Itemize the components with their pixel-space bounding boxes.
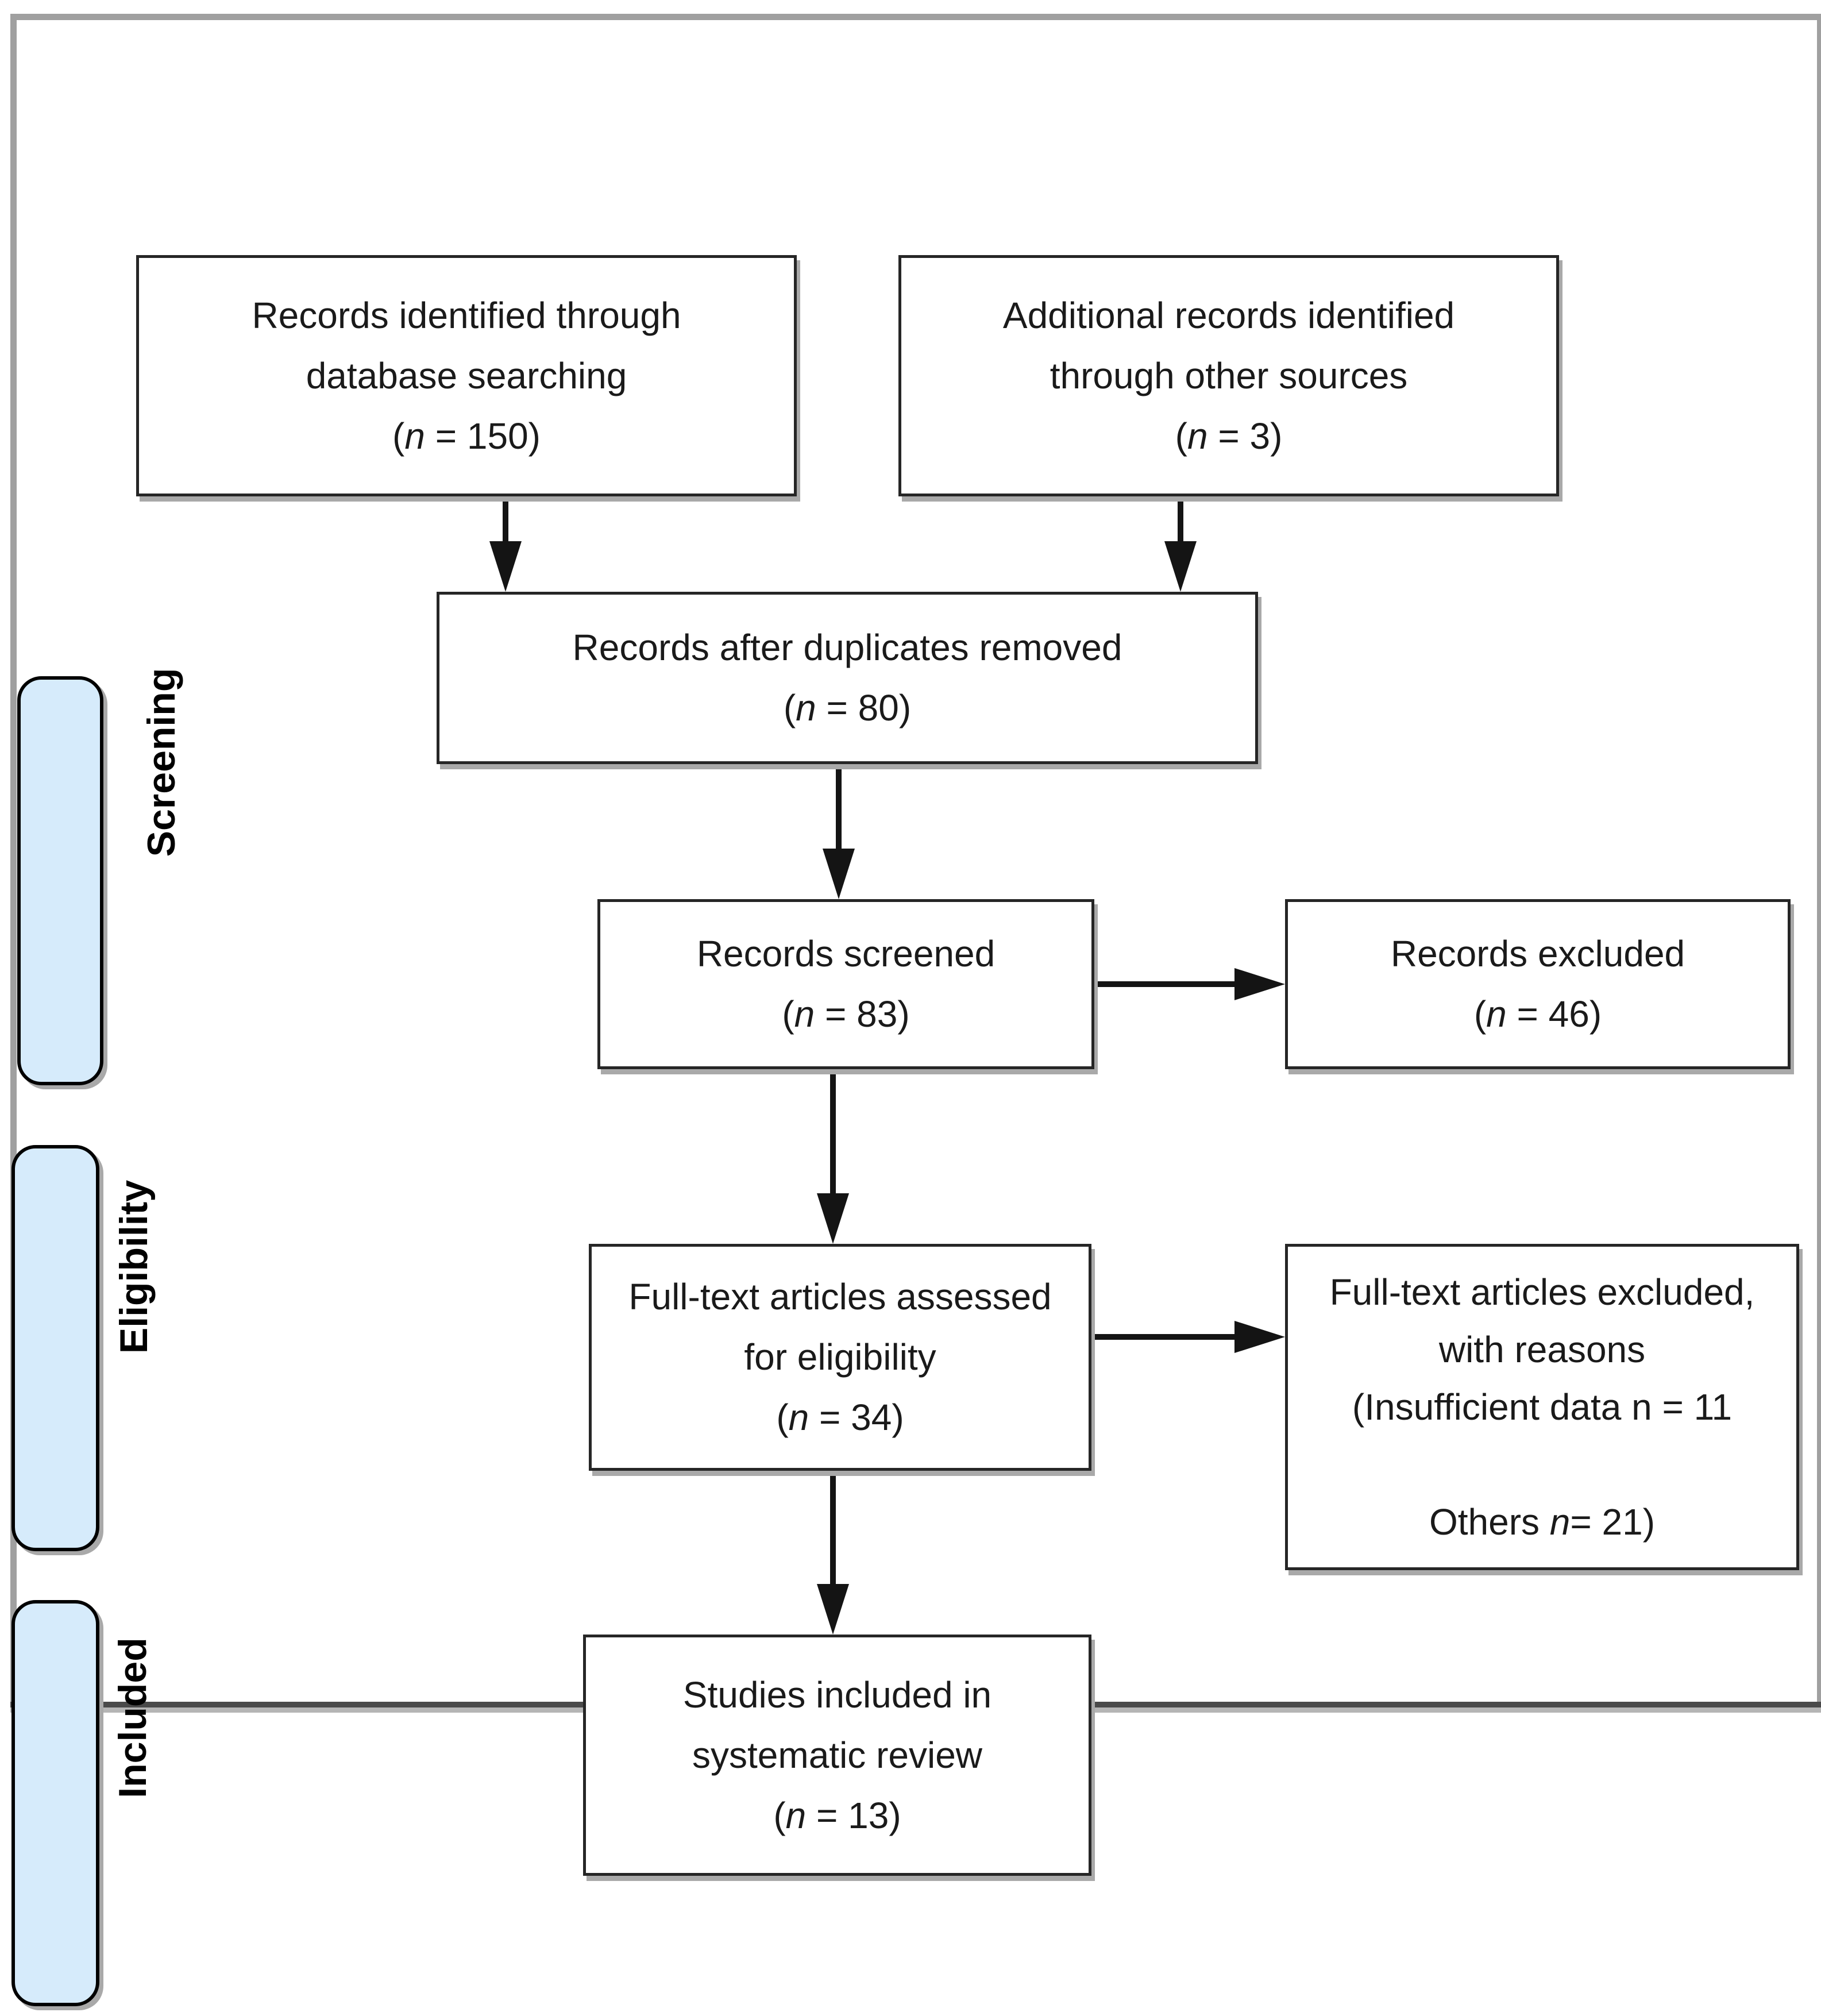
box-fulltext-excluded-line3: (Insufficient data n = 11 bbox=[1352, 1386, 1733, 1428]
box-records-identified-count: (n = 150) bbox=[392, 415, 541, 457]
box-duplicates-removed-count: (n = 80) bbox=[783, 687, 912, 728]
outer-frame bbox=[10, 14, 1821, 1712]
box-fulltext-excluded: Full-text articles excluded, with reason… bbox=[1285, 1244, 1799, 1570]
box-fulltext-excluded-line2: with reasons bbox=[1438, 1329, 1646, 1370]
arrow-screened-to-fulltext-head bbox=[817, 1193, 849, 1244]
box-records-identified-line1: Records identified through bbox=[252, 294, 681, 336]
stage-pill-included bbox=[11, 1600, 99, 2006]
box-fulltext-excluded-line4 bbox=[1537, 1436, 1548, 1493]
arrow-fulltext-to-included-line bbox=[830, 1470, 836, 1585]
stage-pill-screening bbox=[17, 676, 103, 1085]
box-duplicates-removed-line1: Records after duplicates removed bbox=[572, 627, 1122, 668]
box-additional-records-line2: through other sources bbox=[1050, 354, 1408, 396]
arrow-identified-to-dedup-head bbox=[489, 541, 522, 592]
box-studies-included-line1: Studies included in bbox=[682, 1674, 992, 1716]
box-records-screened-line1: Records screened bbox=[696, 933, 996, 974]
arrow-screened-to-fulltext-line bbox=[830, 1069, 836, 1194]
arrow-fulltext-to-included-head bbox=[817, 1584, 849, 1635]
arrow-screened-to-excluded-head bbox=[1234, 968, 1285, 1000]
arrow-additional-to-dedup-line bbox=[1178, 496, 1183, 542]
box-studies-included-line2: systematic review bbox=[692, 1734, 982, 1776]
arrow-identified-to-dedup-line bbox=[503, 496, 508, 542]
box-fulltext-assessed: Full-text articles assessed for eligibil… bbox=[589, 1244, 1091, 1471]
arrow-fulltext-to-ftexcluded-line bbox=[1091, 1334, 1238, 1340]
box-duplicates-removed: Records after duplicates removed (n = 80… bbox=[437, 592, 1258, 764]
box-fulltext-assessed-count: (n = 34) bbox=[776, 1397, 904, 1438]
box-records-excluded-count: (n = 46) bbox=[1473, 993, 1602, 1035]
stage-label-eligibility: Eligibility bbox=[112, 1179, 156, 1354]
box-additional-records-line1: Additional records identified bbox=[1002, 294, 1455, 336]
box-studies-included-count: (n = 13) bbox=[773, 1794, 901, 1836]
box-additional-records-count: (n = 3) bbox=[1175, 415, 1283, 457]
box-records-excluded: Records excluded (n = 46) bbox=[1285, 899, 1791, 1069]
box-records-excluded-line1: Records excluded bbox=[1390, 933, 1685, 974]
stage-label-screening: Screening bbox=[140, 668, 183, 857]
box-records-screened: Records screened (n = 83) bbox=[597, 899, 1094, 1069]
box-fulltext-excluded-line5: Others n= 21) bbox=[1429, 1501, 1656, 1543]
arrow-additional-to-dedup-head bbox=[1164, 541, 1197, 592]
box-fulltext-assessed-line1: Full-text articles assessed bbox=[628, 1276, 1052, 1317]
box-additional-records: Additional records identified through ot… bbox=[898, 255, 1559, 496]
arrow-screened-to-excluded-line bbox=[1094, 981, 1237, 987]
box-fulltext-assessed-line2: for eligibility bbox=[744, 1336, 936, 1378]
arrow-dedup-to-screened-head bbox=[823, 849, 855, 899]
box-studies-included: Studies included in systematic review (n… bbox=[583, 1635, 1091, 1876]
arrow-dedup-to-screened-line bbox=[836, 764, 842, 850]
box-records-screened-count: (n = 83) bbox=[782, 993, 910, 1035]
arrow-fulltext-to-ftexcluded-head bbox=[1234, 1321, 1285, 1353]
stage-pill-eligibility bbox=[11, 1145, 99, 1551]
box-fulltext-excluded-line1: Full-text articles excluded, bbox=[1329, 1271, 1755, 1313]
box-records-identified-line2: database searching bbox=[306, 354, 627, 396]
box-records-identified: Records identified through database sear… bbox=[136, 255, 797, 496]
stage-label-included: Included bbox=[111, 1637, 155, 1798]
